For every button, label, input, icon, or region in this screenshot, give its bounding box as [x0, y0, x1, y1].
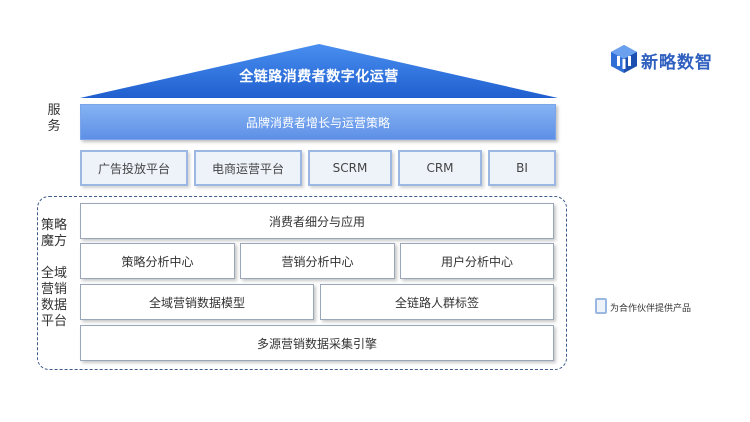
strategy-label-char: 略: [54, 218, 68, 233]
platform-label-char: 台: [54, 314, 68, 329]
roof-triangle: [80, 44, 558, 98]
service-label: 服 务: [44, 103, 64, 135]
platform-label-char: 域: [54, 266, 68, 281]
service-label-char: 务: [47, 119, 61, 134]
user-analysis-center-box: 用户分析中心: [400, 243, 554, 279]
product-scrm: SCRM: [308, 150, 392, 186]
data-collection-engine-box: 多源营销数据采集引擎: [80, 325, 554, 361]
platform-label-char: 平: [40, 314, 54, 329]
audience-tags-box: 全链路人群标签: [320, 284, 554, 320]
product-ad-platform: 广告投放平台: [80, 150, 188, 186]
strategy-analysis-center-box: 策略分析中心: [80, 243, 235, 279]
strategy-label: 策略 魔方: [40, 218, 68, 250]
platform-label-char: 据: [54, 298, 68, 313]
data-model-box: 全域营销数据模型: [80, 284, 314, 320]
service-strategy-bar: 品牌消费者增长与运营策略: [80, 104, 556, 140]
logo-text: 新略数智: [641, 53, 713, 73]
product-ecommerce-platform: 电商运营平台: [194, 150, 302, 186]
logo-icon: [611, 45, 637, 73]
platform-label: 全域 营销 数据 平台: [40, 266, 68, 330]
legend-swatch: [595, 298, 607, 314]
product-bi: BI: [488, 150, 556, 186]
strategy-label-char: 魔: [40, 234, 54, 249]
product-crm: CRM: [398, 150, 482, 186]
strategy-label-char: 策: [40, 218, 54, 233]
platform-container: [37, 196, 567, 370]
legend-text: 为合作伙伴提供产品: [610, 304, 692, 314]
service-label-char: 服: [47, 103, 61, 118]
marketing-analysis-center-box: 营销分析中心: [240, 243, 395, 279]
platform-label-char: 销: [54, 282, 68, 297]
platform-label-char: 营: [40, 282, 54, 297]
platform-label-char: 全: [40, 266, 54, 281]
platform-label-char: 数: [40, 298, 54, 313]
consumer-segmentation-box: 消费者细分与应用: [80, 203, 554, 239]
strategy-label-char: 方: [54, 234, 68, 249]
roof-title: 全链路消费者数字化运营: [239, 69, 399, 85]
